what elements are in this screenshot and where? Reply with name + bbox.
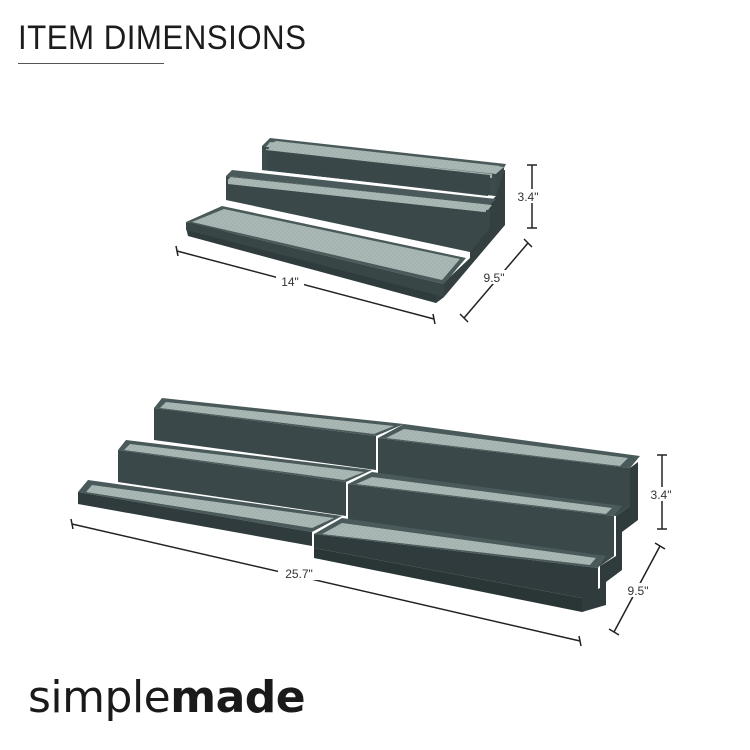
large-depth-label: 9.5"	[628, 584, 649, 598]
large-left-top-riser	[154, 408, 376, 470]
small-depth-label: 9.5"	[484, 271, 505, 285]
large-width-dimension: 25.7"	[70, 518, 582, 647]
title-underline	[18, 63, 164, 64]
large-right-mid-riser	[348, 484, 614, 566]
large-shelf	[78, 398, 640, 612]
large-right-top-riser	[378, 438, 630, 516]
brand-suffix: made	[170, 672, 306, 723]
small-height-dimension: 3.4"	[514, 164, 542, 229]
large-height-label: 3.4"	[651, 488, 672, 502]
large-height-dimension: 3.4"	[646, 454, 676, 530]
large-width-label: 25.7"	[285, 567, 313, 581]
brand-logo: simplemade	[28, 672, 306, 723]
brand-prefix: simple	[28, 672, 171, 723]
small-height-label: 3.4"	[518, 190, 539, 204]
small-shelf-mid-tread	[226, 170, 496, 205]
small-shelf	[186, 138, 506, 303]
small-width-dimension: 14"	[175, 245, 436, 325]
small-depth-dimension: 9.5"	[459, 238, 533, 323]
large-depth-dimension: 9.5"	[608, 542, 666, 636]
small-shelf-mid-riser	[226, 176, 490, 252]
page-title: ITEM DIMENSIONS	[18, 19, 307, 57]
small-width-label: 14"	[281, 275, 299, 289]
large-left-low-front	[78, 492, 312, 546]
large-left-mid-riser	[118, 450, 346, 516]
large-right-low-front	[314, 534, 598, 612]
